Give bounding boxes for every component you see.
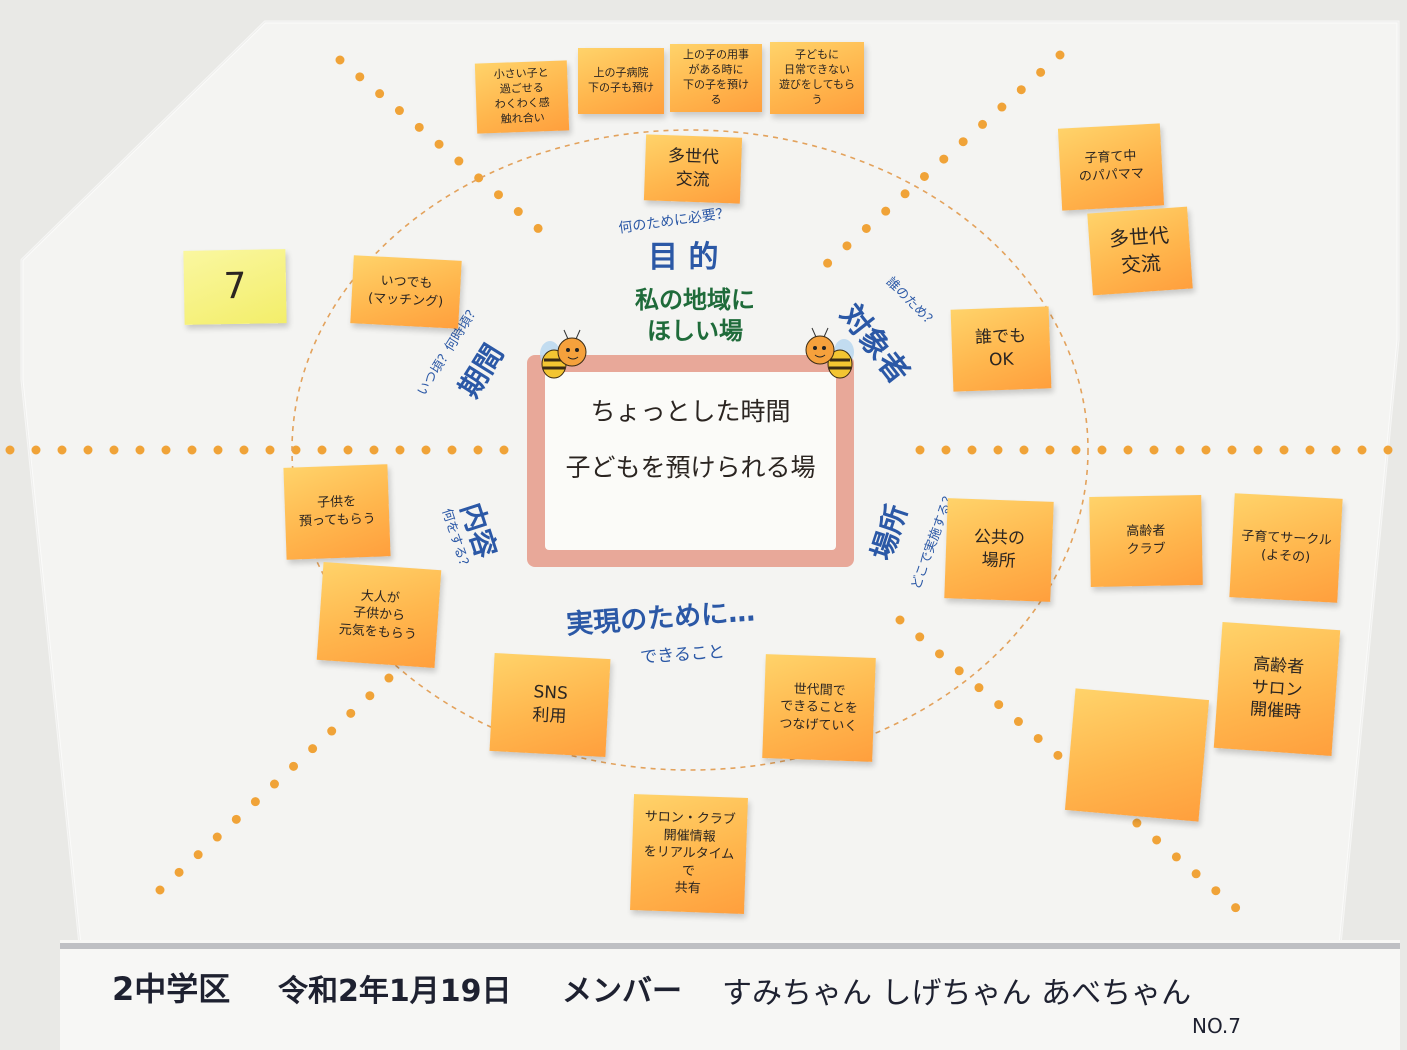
sticky-note: サロン・クラブ 開催情報 をリアルタイムで 共有 [630, 794, 748, 914]
sticky-note: いつでも (マッチング) [350, 255, 462, 329]
blank-sticky-note [1064, 688, 1210, 822]
center-heading-line2: ほしい場 [647, 317, 743, 345]
purpose-label: 目 的 [648, 240, 719, 275]
sticky-note: 子育て中 のパパママ [1057, 123, 1165, 211]
sticky-note: 子育てサークル (よその) [1229, 493, 1343, 603]
footer-members-label: メンバー [562, 974, 682, 1009]
dashed-circle [291, 129, 1089, 771]
center-theme-line2: 子どもを預けられる場 [565, 453, 816, 482]
footer-number: NO.7 [1192, 1014, 1241, 1038]
sticky-note: 子どもに 日常できない 遊びをしてもらう [770, 42, 864, 114]
sticky-note: 子供を 預ってもらう [283, 464, 391, 560]
sticky-note: 誰でも OK [950, 306, 1052, 392]
sticky-note: 高齢者 クラブ [1089, 495, 1203, 587]
footer-district: 2中学区 [112, 970, 231, 1008]
sticky-note: 多世代 交流 [643, 134, 743, 204]
center-theme-line1: ちょっとした時間 [590, 397, 791, 426]
footer-strip [60, 940, 1400, 1050]
sticky-note: SNS 利用 [489, 653, 611, 757]
sticky-note: 上の子の用事 がある時に 下の子を預ける [670, 44, 762, 112]
sticky-note: 上の子病院 下の子も預け [578, 48, 664, 114]
footer-date: 令和2年1月19日 [278, 974, 512, 1009]
sticky-note: 公共の 場所 [944, 498, 1054, 602]
sticky-note: 大人が 子供から 元気をもらう [316, 562, 442, 668]
bee-icon-right [800, 326, 864, 382]
center-heading-line1: 私の地域に [635, 286, 755, 314]
sticky-note: 多世代 交流 [1087, 206, 1193, 296]
sticky-note: 世代間で できることを つなげていく [762, 654, 876, 762]
sticky-note: 小さい子と 過ごせる わくわく感 触れ合い [474, 60, 570, 134]
bee-icon-left [528, 328, 592, 382]
sticky-note: 高齢者 サロン 開催時 [1213, 622, 1341, 756]
table-number-note: 7 [183, 249, 287, 325]
footer-members: すみちゃん しげちゃん あべちゃん [722, 976, 1192, 1011]
